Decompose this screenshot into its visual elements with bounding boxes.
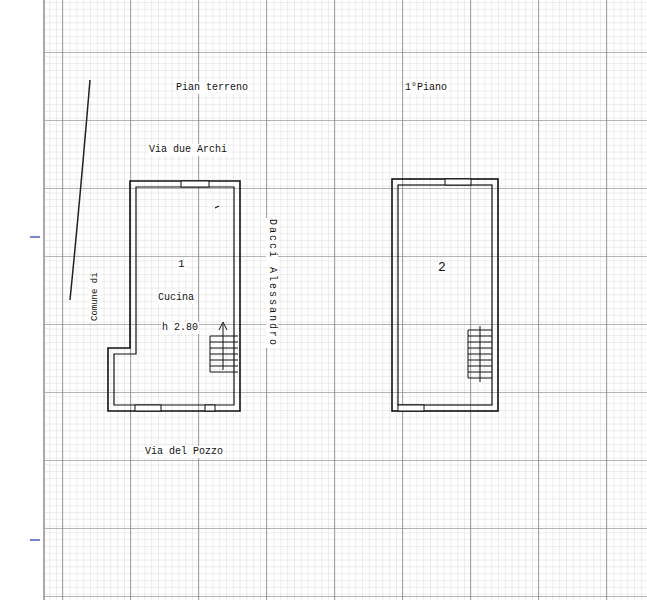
plan-label: Pian terreno xyxy=(175,82,249,94)
plan-label: Via del Pozzo xyxy=(144,446,224,458)
room-label: 1 xyxy=(177,258,186,270)
vertical-label: Dacci Alessandro xyxy=(266,218,278,348)
plan-label: Via due Archi xyxy=(148,144,228,156)
floor-plan: 2 xyxy=(389,176,501,414)
plan-label: 1°Piano xyxy=(404,82,448,94)
room-label: Cucina xyxy=(157,292,195,304)
plan-outline xyxy=(389,176,501,414)
vertical-label: Comune di xyxy=(89,271,101,322)
room-label: h 2.80 xyxy=(161,322,199,334)
room-label: 2 xyxy=(437,262,447,274)
floor-plan: 1Cucina h 2.80 xyxy=(105,178,243,414)
